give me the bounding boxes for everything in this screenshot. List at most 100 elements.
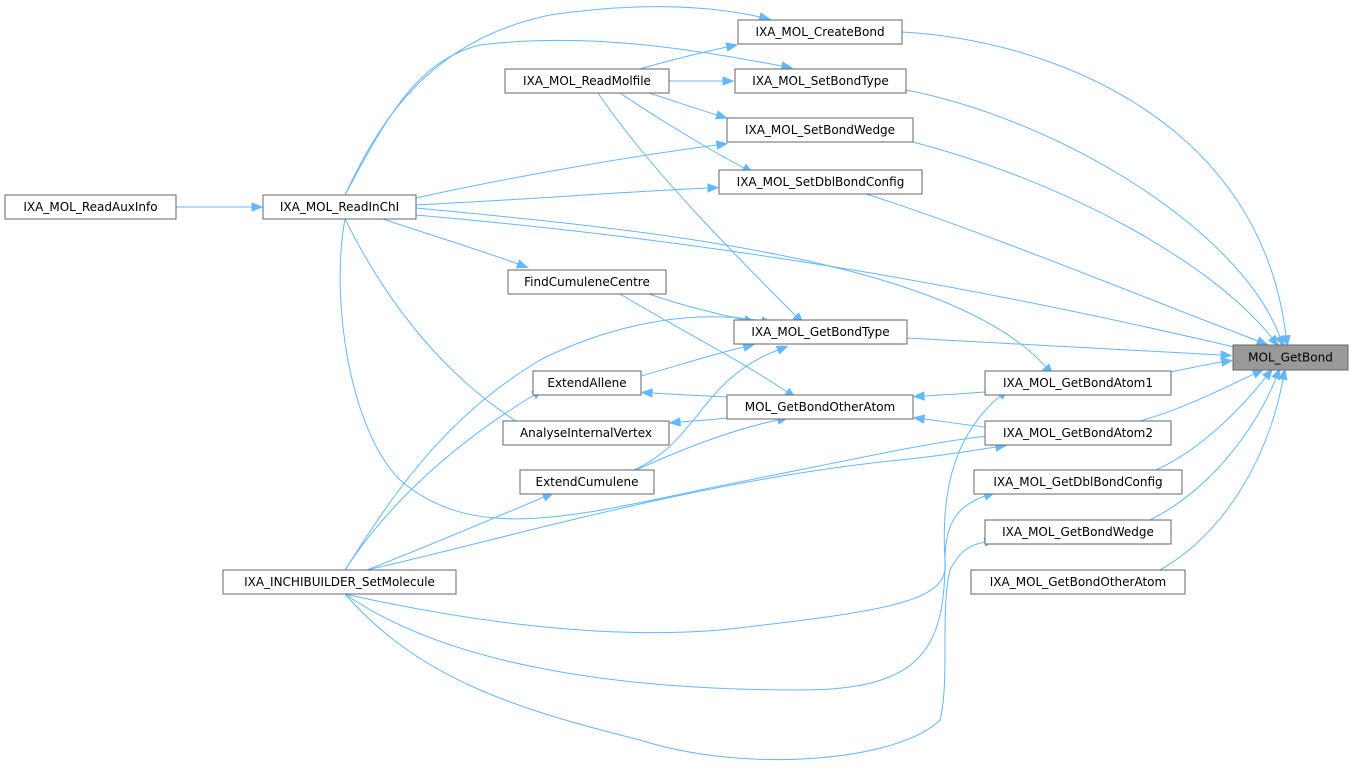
edge-line bbox=[923, 391, 986, 397]
node-box bbox=[1232, 344, 1349, 371]
edge-line bbox=[597, 92, 797, 317]
edge-line bbox=[344, 39, 783, 196]
edge-arrowhead bbox=[515, 259, 529, 269]
nodes-layer: MOL_GetBond IXA_MOL_CreateBondIXA_MOL_Set… bbox=[4, 19, 1349, 595]
edges-layer bbox=[175, 6, 1291, 761]
edge-arrowhead bbox=[715, 110, 728, 120]
edge-arrowhead bbox=[707, 183, 720, 193]
edge-line bbox=[366, 446, 997, 571]
node-analyseinternalvertex[interactable]: AnalyseInternalVertex bbox=[502, 420, 670, 446]
edge-arrowhead bbox=[912, 391, 925, 401]
node-box bbox=[718, 169, 923, 195]
node-label: IXA_MOL_CreateBond bbox=[755, 25, 884, 39]
node-findcumulenecentre[interactable]: FindCumuleneCentre bbox=[507, 269, 667, 295]
node-label: IXA_MOL_GetBondAtom2 bbox=[1003, 426, 1153, 440]
node-box bbox=[4, 194, 177, 220]
edge-line bbox=[906, 337, 1222, 356]
node-box bbox=[222, 569, 457, 595]
edge-arrowhead bbox=[1220, 350, 1233, 360]
node-label: IXA_MOL_SetBondWedge bbox=[745, 123, 895, 137]
node-box bbox=[984, 370, 1172, 396]
node-ixa-getbondotheratom[interactable]: IXA_MOL_GetBondOtherAtom bbox=[970, 569, 1186, 595]
node-createbond[interactable]: IXA_MOL_CreateBond bbox=[737, 19, 903, 45]
node-label: AnalyseInternalVertex bbox=[520, 426, 652, 440]
node-setbondwedge[interactable]: IXA_MOL_SetBondWedge bbox=[726, 117, 914, 143]
node-box bbox=[984, 420, 1172, 446]
node-box bbox=[519, 469, 655, 495]
node-getbondatom1[interactable]: IXA_MOL_GetBondAtom1 bbox=[984, 370, 1172, 396]
edge-line bbox=[901, 31, 1287, 337]
node-box bbox=[973, 469, 1183, 495]
node-box bbox=[726, 394, 914, 420]
edge-arrowhead bbox=[1220, 357, 1234, 367]
node-label: IXA_MOL_GetBondOtherAtom bbox=[990, 575, 1166, 589]
node-setdblbondconfig[interactable]: IXA_MOL_SetDblBondConfig bbox=[718, 169, 923, 195]
edge-readmolfile-to-setbondtype bbox=[669, 76, 735, 86]
edge-line bbox=[344, 6, 761, 196]
edge-line bbox=[344, 395, 1001, 634]
node-mol-getbond[interactable]: MOL_GetBond bbox=[1232, 344, 1349, 371]
edge-arrowhead bbox=[1251, 369, 1265, 379]
node-setbondtype[interactable]: IXA_MOL_SetBondType bbox=[734, 68, 907, 94]
node-label: IXA_INCHIBUILDER_SetMolecule bbox=[244, 575, 435, 589]
node-box bbox=[734, 68, 907, 94]
edge-extendallene-to-getbondtype bbox=[640, 342, 756, 377]
edge-arrowhead bbox=[1255, 336, 1269, 346]
edge-line bbox=[1170, 361, 1223, 373]
node-getbondtype[interactable]: IXA_MOL_GetBondType bbox=[733, 319, 908, 345]
node-label: MOL_GetBondOtherAtom bbox=[745, 400, 895, 414]
edge-line bbox=[640, 346, 745, 377]
edge-arrowhead bbox=[1261, 368, 1274, 381]
node-readmolfile[interactable]: IXA_MOL_ReadMolfile bbox=[504, 68, 670, 94]
edge-line bbox=[633, 349, 779, 471]
edge-readinchi-to-createbond bbox=[344, 6, 772, 196]
edge-line bbox=[619, 92, 745, 169]
edge-arrowhead bbox=[668, 417, 681, 427]
edge-line bbox=[923, 418, 986, 428]
edge-line bbox=[651, 392, 728, 398]
edge-line bbox=[648, 293, 746, 321]
edge-line bbox=[344, 394, 535, 571]
edge-setdblbondconfig-to-mol-getbond bbox=[865, 193, 1269, 346]
edge-findcumulenecentre-to-getbondtype bbox=[648, 293, 757, 325]
edge-getbondwedge-to-mol-getbond bbox=[1149, 367, 1281, 521]
node-extendcumulene[interactable]: ExtendCumulene bbox=[519, 469, 655, 495]
edge-createbond-to-mol-getbond bbox=[901, 31, 1291, 348]
node-label: IXA_MOL_ReadInChI bbox=[280, 200, 399, 214]
node-box bbox=[970, 569, 1186, 595]
node-readinchi[interactable]: IXA_MOL_ReadInChI bbox=[262, 194, 417, 220]
node-box bbox=[532, 370, 642, 396]
node-getbondatom2[interactable]: IXA_MOL_GetBondAtom2 bbox=[984, 420, 1172, 446]
edge-ixa-getbondotheratom-to-mol-getbond bbox=[1159, 367, 1288, 571]
edge-line bbox=[415, 207, 1047, 368]
node-label: IXA_MOL_ReadAuxInfo bbox=[23, 200, 157, 214]
edge-readinchi-to-findcumulenecentre bbox=[382, 218, 529, 269]
edge-line bbox=[619, 293, 788, 393]
node-label: IXA_MOL_GetBondAtom1 bbox=[1003, 376, 1153, 390]
edge-line bbox=[1159, 378, 1284, 571]
edge-line bbox=[382, 218, 519, 265]
edge-setmolecule-to-extendallene bbox=[344, 389, 544, 571]
edge-line bbox=[905, 89, 1281, 338]
edge-setmolecule-to-getbondatom2 bbox=[366, 442, 1008, 571]
node-getbondotheratom[interactable]: MOL_GetBondOtherAtom bbox=[726, 394, 914, 420]
node-getdblbondconfig[interactable]: IXA_MOL_GetDblBondConfig bbox=[973, 469, 1183, 495]
edge-arrowhead bbox=[1278, 367, 1288, 381]
node-label: IXA_MOL_GetBondWedge bbox=[1002, 525, 1154, 539]
node-box bbox=[984, 519, 1172, 545]
edge-readinchi-to-getbondatom2 bbox=[339, 218, 1002, 520]
edge-getbondatom1-to-getbondotheratom bbox=[912, 391, 986, 401]
edge-line bbox=[366, 496, 545, 571]
node-getbondwedge[interactable]: IXA_MOL_GetBondWedge bbox=[984, 519, 1172, 545]
edge-line bbox=[635, 419, 779, 471]
edge-arrowhead bbox=[912, 414, 926, 424]
edge-getdblbondconfig-to-mol-getbond bbox=[1155, 368, 1274, 471]
node-extendallene[interactable]: ExtendAllene bbox=[532, 370, 642, 396]
node-readauxinfo[interactable]: IXA_MOL_ReadAuxInfo bbox=[4, 194, 177, 220]
edge-line bbox=[912, 141, 1273, 339]
node-label: IXA_MOL_SetBondType bbox=[752, 74, 889, 88]
edge-line bbox=[1149, 377, 1277, 521]
node-setmolecule[interactable]: IXA_INCHIBUILDER_SetMolecule bbox=[222, 569, 457, 595]
node-box bbox=[262, 194, 417, 220]
edge-extendcumulene-to-getbondtype bbox=[633, 345, 789, 471]
